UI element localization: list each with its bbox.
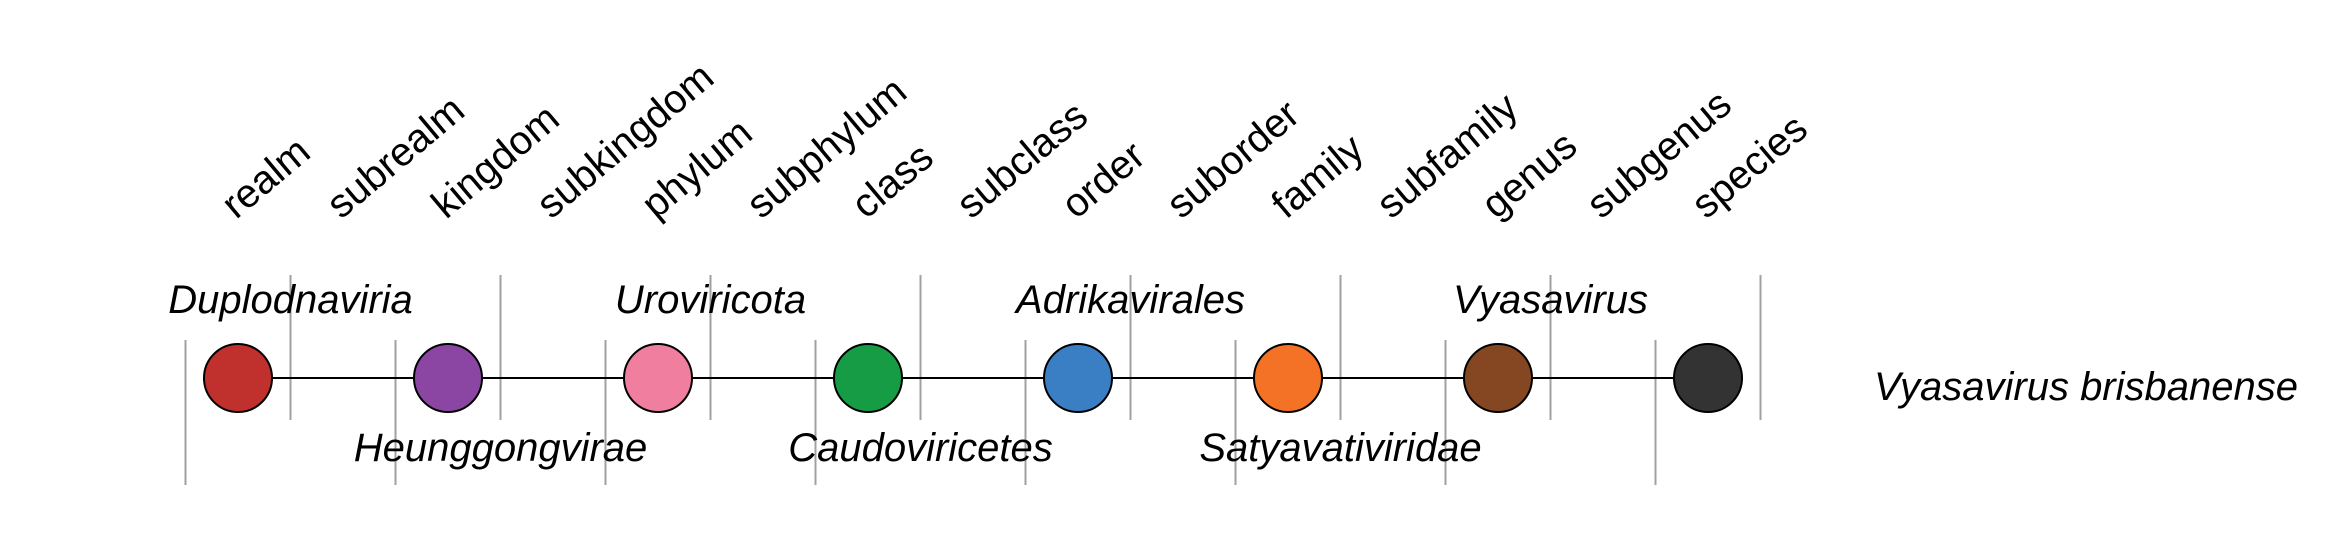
taxon-label-genus: Vyasavirus bbox=[1453, 278, 1648, 322]
taxon-node-genus bbox=[1463, 343, 1533, 413]
taxon-node-species bbox=[1673, 343, 1743, 413]
rank-label-realm: realm bbox=[214, 129, 319, 227]
species-name: Vyasavirus brisbanense bbox=[1874, 365, 2298, 409]
taxon-node-class bbox=[833, 343, 903, 413]
taxon-node-family bbox=[1253, 343, 1323, 413]
taxon-node-kingdom bbox=[413, 343, 483, 413]
taxon-label-class: Caudoviricetes bbox=[788, 426, 1053, 470]
taxon-node-phylum bbox=[623, 343, 693, 413]
taxon-label-phylum: Uroviricota bbox=[615, 278, 806, 322]
taxon-node-order bbox=[1043, 343, 1113, 413]
taxon-label-realm: Duplodnaviria bbox=[168, 278, 413, 322]
taxon-label-kingdom: Heunggongvirae bbox=[354, 426, 648, 470]
taxon-node-realm bbox=[203, 343, 273, 413]
taxon-label-order: Adrikavirales bbox=[1014, 278, 1245, 322]
rank-label-subkingdom: subkingdom bbox=[529, 55, 723, 227]
taxon-label-family: Satyavativiridae bbox=[1199, 426, 1481, 470]
rank-dividers bbox=[184, 275, 1762, 485]
taxon-nodes bbox=[203, 343, 1743, 413]
